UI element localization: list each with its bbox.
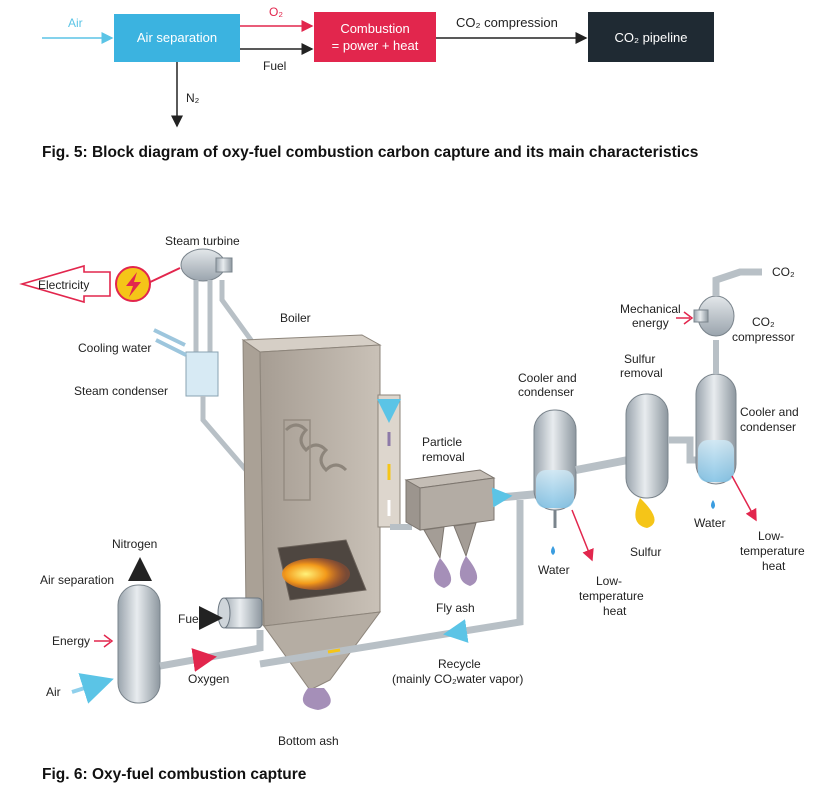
- particle-removal-label-1: Particle: [422, 435, 462, 449]
- generator-wire: [145, 267, 181, 285]
- air-label-2: Air: [46, 685, 61, 699]
- sulfur-pile: [635, 498, 655, 528]
- water-drop-2: [711, 500, 715, 509]
- co2-pipeline-label: CO₂ pipeline: [615, 30, 688, 45]
- compressor-hub: [693, 309, 709, 323]
- water-label-1: Water: [538, 563, 570, 577]
- sulfur-removal-label-2: removal: [620, 366, 663, 380]
- steam-turbine-label: Steam turbine: [165, 234, 240, 248]
- recycle-label-1: Recycle: [438, 657, 481, 671]
- burner-end: [217, 597, 231, 629]
- combustion-box: [314, 12, 436, 62]
- low-temp-2b: temperature: [740, 544, 805, 558]
- sulfur-removal-label-1: Sulfur: [624, 352, 655, 366]
- filter-front: [419, 477, 495, 531]
- low-temp-1c: heat: [603, 604, 627, 618]
- fig6-caption: Fig. 6: Oxy-fuel combustion capture: [42, 766, 307, 783]
- fly-ash-pile-2: [459, 556, 478, 586]
- flow-arrow-2: [491, 487, 513, 508]
- energy-label: Energy: [52, 634, 90, 648]
- turbine-hub: [215, 257, 233, 273]
- sulfur-label: Sulfur: [630, 545, 661, 559]
- air-input-label: Air: [68, 16, 83, 30]
- co2-out-label: CO₂: [772, 265, 795, 279]
- oxygen-pipe: [159, 630, 264, 670]
- energy-arrow: [94, 634, 114, 648]
- oxygen-label: Oxygen: [188, 672, 229, 686]
- low-temp-heat-arrow-1: [571, 509, 594, 562]
- nitrogen-label: Nitrogen: [112, 537, 157, 551]
- cooler-to-sulfur-pipe: [575, 456, 629, 474]
- o2-label: O₂: [269, 5, 283, 19]
- recycle-flow-yellow: [327, 648, 341, 654]
- air-separation-vessel: [117, 584, 161, 704]
- low-temp-2a: Low-: [758, 529, 784, 543]
- electricity-arrow: [19, 264, 111, 304]
- water-label-2: Water: [694, 516, 726, 530]
- fuel-label: Fuel: [263, 59, 286, 73]
- co2-compressor-label-1: CO₂: [752, 315, 775, 329]
- boiler-label: Boiler: [280, 311, 311, 325]
- fly-ash-label: Fly ash: [436, 601, 475, 615]
- co2-pipeline-box: [588, 12, 714, 62]
- process-illustration: Electricity Steam turbine Cooling water …: [19, 234, 805, 748]
- filter-left: [405, 479, 421, 531]
- recycle-flow-arrow: [443, 619, 469, 643]
- combustion-label-1: Combustion: [340, 21, 409, 36]
- cooling-water-pipe-1: [153, 328, 186, 347]
- sulfur-to-cooler2-pipe: [668, 436, 700, 464]
- air-separation-label-2: Air separation: [40, 573, 114, 587]
- cooler2-label-2: condenser: [740, 420, 796, 434]
- sulfur-removal-vessel: [625, 393, 669, 499]
- electricity-label: Electricity: [38, 278, 89, 292]
- air-input-arrow-2: [71, 673, 114, 704]
- hopper-1: [423, 526, 445, 560]
- cooler2-label-1: Cooler and: [740, 405, 799, 419]
- bottom-ash-pile: [302, 688, 331, 710]
- n2-label: N₂: [186, 91, 200, 105]
- cooler1-water: [536, 470, 574, 508]
- air-separation-label: Air separation: [137, 30, 217, 45]
- fig5-caption: Fig. 5: Block diagram of oxy-fuel combus…: [42, 144, 699, 161]
- cooler1-label-1: Cooler and: [518, 371, 577, 385]
- mech-energy-label-1: Mechanical: [620, 302, 681, 316]
- particle-removal-label-2: removal: [422, 450, 465, 464]
- condensate-pipe: [200, 396, 248, 472]
- low-temp-heat-arrow-2: [731, 475, 757, 522]
- mech-energy-arrow: [676, 311, 694, 325]
- recycle-label-2: (mainly CO₂water vapor): [392, 672, 523, 686]
- water-drop-1: [551, 546, 555, 555]
- cooling-water-label: Cooling water: [78, 341, 151, 355]
- low-temp-1a: Low-: [596, 574, 622, 588]
- bottom-ash-label: Bottom ash: [278, 734, 339, 748]
- lightning-icon: [126, 272, 141, 297]
- cooling-water-pipe-2: [155, 338, 187, 357]
- flame-icon: [282, 558, 350, 590]
- low-temp-2c: heat: [762, 559, 786, 573]
- boiler-coil: [284, 423, 348, 473]
- hopper-2: [453, 522, 477, 558]
- low-temp-1b: temperature: [579, 589, 644, 603]
- co2-compression-label: CO₂ compression: [456, 15, 558, 30]
- fly-ash-pile-1: [433, 558, 452, 588]
- cooler1-label-2: condenser: [518, 385, 574, 399]
- co2-out-pipe: [712, 268, 762, 296]
- fuel-label-2: Fuel: [178, 612, 201, 626]
- mech-energy-label-2: energy: [632, 316, 669, 330]
- cooler2-water: [698, 440, 734, 482]
- co2-compressor-label-2: compressor: [732, 330, 795, 344]
- flue-gas-column: [377, 394, 401, 528]
- block-diagram: Air Air separation O₂ Fuel N₂ Combustion…: [42, 5, 714, 128]
- recycle-pipe: [259, 500, 524, 668]
- boiler-tube-bank: [283, 419, 311, 501]
- air-separation-box: [114, 14, 240, 62]
- steam-condenser-label: Steam condenser: [74, 384, 168, 398]
- oxygen-flow-arrow: [191, 648, 217, 672]
- steam-condenser-icon: [185, 351, 219, 397]
- combustion-label-2: = power + heat: [332, 38, 419, 53]
